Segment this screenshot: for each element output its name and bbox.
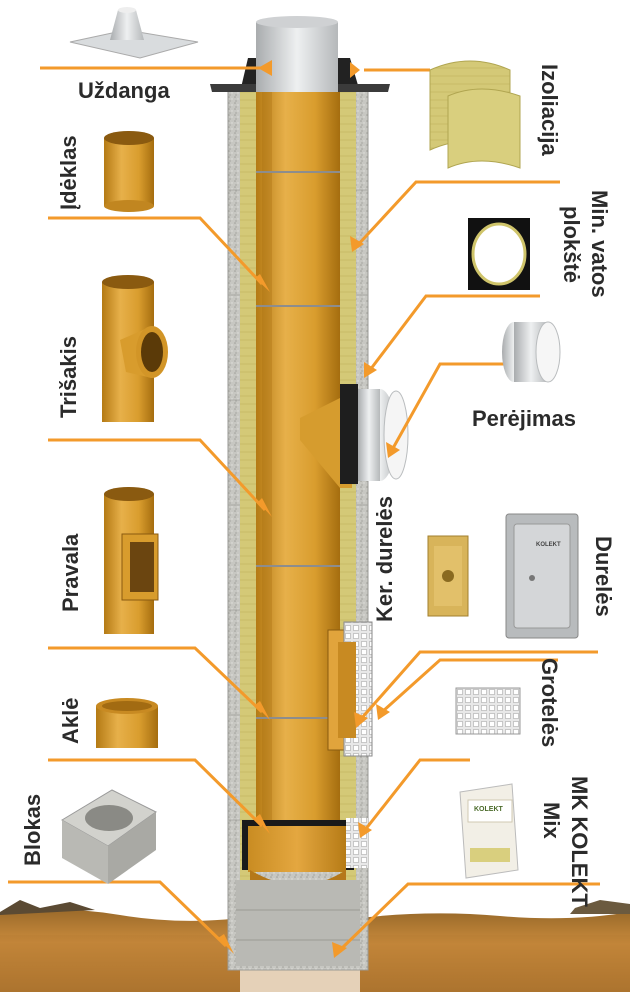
bag-brand-text: KOLEKT: [474, 806, 503, 813]
ground-landscape: [0, 900, 630, 992]
label-mk-kolekt-line1: MK KOLEKT: [567, 776, 592, 907]
pointer-trisakis: [48, 438, 267, 512]
chimney-tee-connector: [300, 384, 409, 488]
product-groteles-grate: [455, 687, 521, 735]
label-trisakis: Trišakis: [56, 336, 81, 418]
product-trisakis-tee: [102, 275, 168, 422]
label-mk-kolekt-line2: Mix: [539, 802, 564, 839]
product-izoliacija-insulation: [429, 60, 521, 169]
label-uzdanga: Uždanga: [78, 78, 170, 103]
pointer-pravala: [48, 646, 264, 714]
product-min-vatos-plate: [468, 218, 530, 290]
label-ideklas: Įdėklas: [56, 135, 81, 210]
label-akle: Aklė: [58, 697, 83, 744]
pointer-perejimas-top: [368, 294, 540, 371]
door-brand-text: KOLEKT: [536, 542, 561, 548]
pointer-mk-kolekt-top: [363, 758, 470, 831]
pointer-dureles: [358, 650, 598, 721]
label-pravala: Pravala: [58, 533, 83, 612]
label-dureles: Durelės: [591, 536, 616, 617]
product-ker-dureles-ceramic-door: [427, 535, 469, 617]
pointer-akle: [48, 758, 264, 828]
pointer-min-vatos: [353, 180, 560, 250]
label-perejimas: Perėjimas: [472, 406, 576, 431]
product-akle-plug: [96, 698, 158, 748]
product-perejimas-adapter: [502, 321, 561, 383]
pointer-ideklas: [48, 216, 264, 286]
label-min-vatos-line2: plokštė: [559, 206, 584, 284]
pointer-blokas: [8, 880, 228, 948]
label-blokas: Blokas: [20, 793, 45, 866]
label-min-vatos-line1: Min. vatos: [587, 190, 612, 298]
product-uzdanga-cap: [69, 7, 199, 59]
chimney-cleanout-section: [327, 621, 373, 757]
product-dureles-steel-door: [505, 513, 579, 639]
product-blokas-block: [61, 789, 157, 884]
label-ker-dureles: Ker. durelės: [372, 496, 397, 622]
pointer-groteles: [380, 658, 558, 714]
product-mk-kolekt-mix-bag: [459, 783, 519, 879]
label-izoliacija: Izoliacija: [537, 64, 562, 156]
pointer-mk-kolekt-bottom: [338, 882, 600, 952]
product-ideklas-liner: [104, 131, 154, 212]
label-groteles: Grotelės: [537, 658, 562, 748]
pointer-lines: [8, 66, 600, 952]
product-pravala-cleanout: [104, 487, 159, 634]
pointer-arrowheads: [218, 60, 400, 958]
chimney-bottom-section: [236, 818, 368, 966]
chimney-top-cap: [210, 16, 390, 92]
